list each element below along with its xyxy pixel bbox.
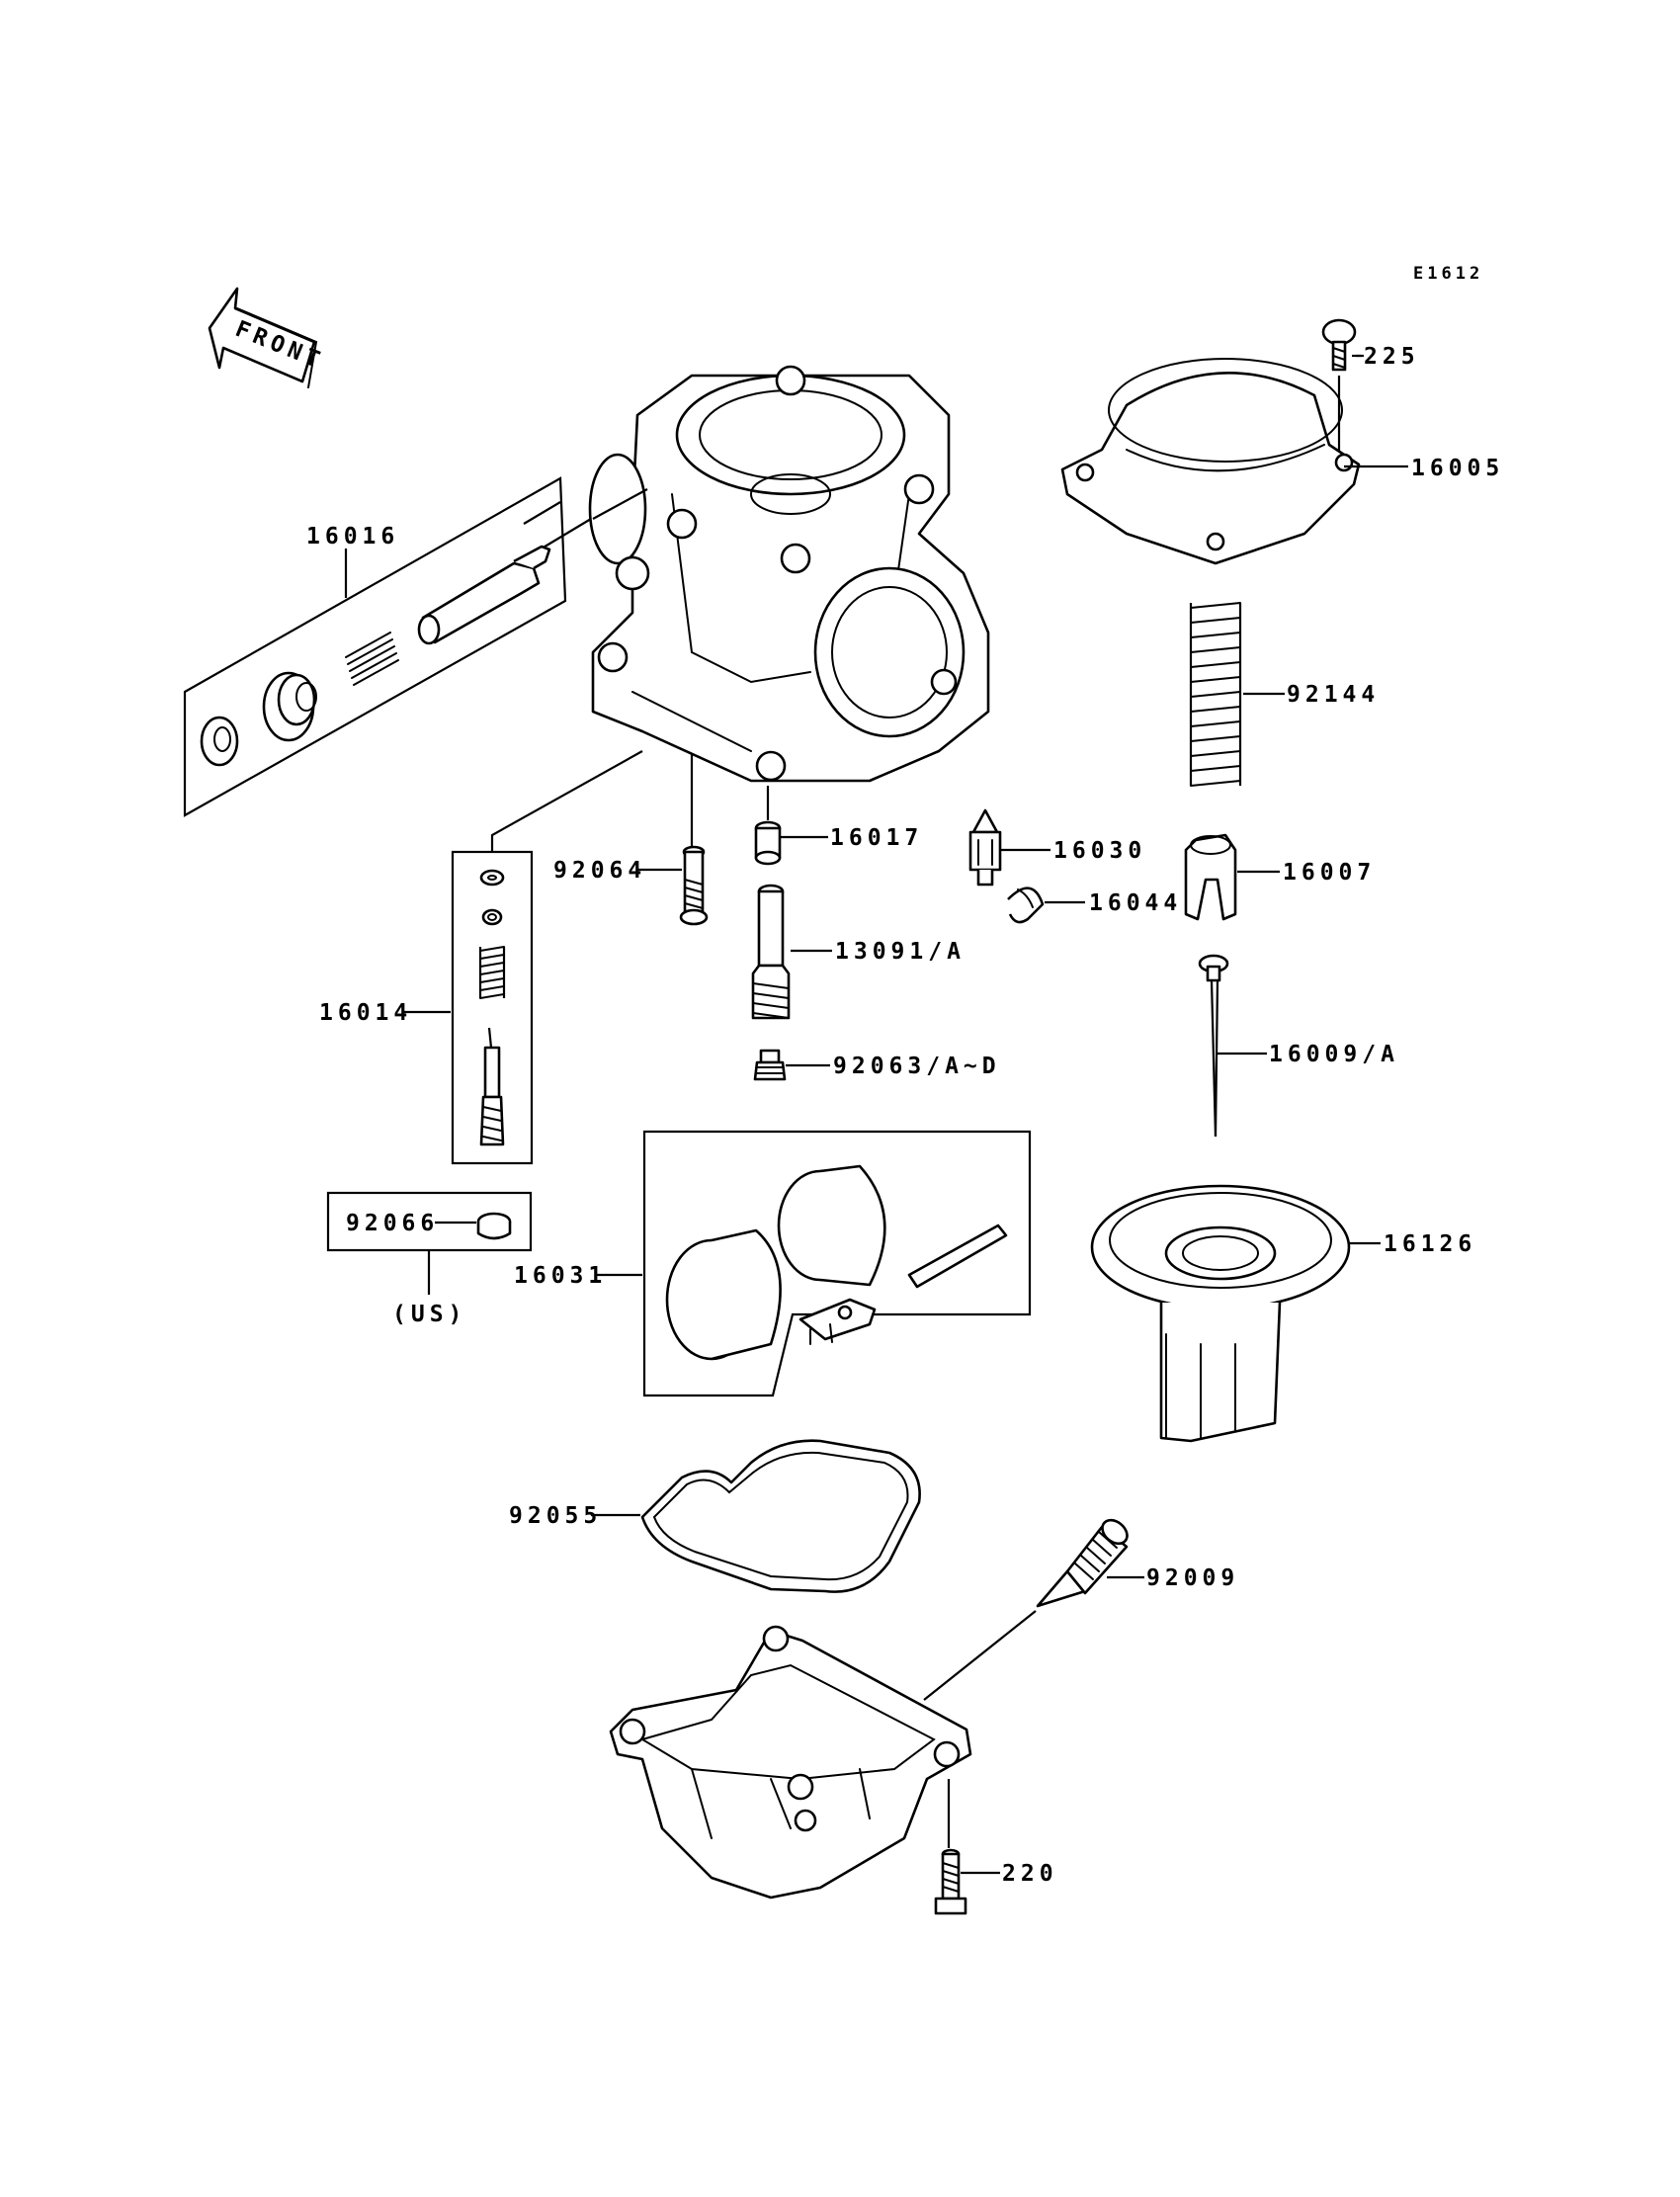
label-16030: 16030 (1053, 838, 1146, 864)
kit-16014-parts (478, 869, 506, 1146)
label-92063: 92063/A~D (833, 1054, 1001, 1079)
front-arrow-icon: FRONT (208, 287, 328, 388)
label-16007: 16007 (1283, 860, 1376, 886)
label-13091: 13091/A (835, 939, 966, 965)
us-note: (US) (392, 1302, 466, 1327)
screw-220 (934, 1848, 967, 1915)
diagram-code: E1612 (1413, 264, 1483, 284)
label-16031: 16031 (514, 1263, 607, 1289)
clip-16044 (1007, 887, 1045, 924)
label-16017: 16017 (830, 825, 923, 851)
carburetor-body (588, 365, 990, 783)
float-16031 (665, 1164, 1008, 1361)
piston-16126 (1090, 1184, 1351, 1443)
label-16009: 16009/A (1269, 1042, 1399, 1067)
top-cover-16005 (1060, 358, 1361, 565)
float-valve-16030 (968, 808, 1002, 887)
label-92066: 92066 (346, 1211, 439, 1236)
label-92009: 92009 (1146, 1565, 1239, 1591)
spring-92144 (1189, 602, 1242, 787)
screw-92064 (679, 845, 709, 926)
label-16016: 16016 (306, 524, 399, 549)
kit-box-16016 (183, 476, 648, 817)
pilot-screw-92009 (1036, 1518, 1129, 1608)
float-bowl (609, 1625, 972, 1900)
cap-92066 (476, 1212, 512, 1240)
screw-225 (1321, 318, 1357, 372)
label-92064: 92064 (553, 858, 646, 884)
needle-jet-13091 (751, 884, 791, 1020)
gasket-92055 (640, 1439, 921, 1593)
label-16044: 16044 (1089, 890, 1182, 916)
kit-box-16031 (642, 1130, 1032, 1397)
label-225: 225 (1364, 344, 1420, 370)
label-16005: 16005 (1411, 456, 1504, 481)
jet-16017 (754, 820, 782, 866)
label-16014: 16014 (319, 1000, 412, 1026)
main-jet-92063 (753, 1049, 787, 1081)
needle-16009 (1198, 954, 1229, 1138)
holder-16007 (1184, 833, 1237, 921)
label-92055: 92055 (509, 1503, 602, 1529)
kit-16016-parts (200, 545, 551, 767)
label-220: 220 (1002, 1861, 1058, 1887)
label-16126: 16126 (1384, 1231, 1476, 1257)
label-92144: 92144 (1287, 682, 1380, 708)
